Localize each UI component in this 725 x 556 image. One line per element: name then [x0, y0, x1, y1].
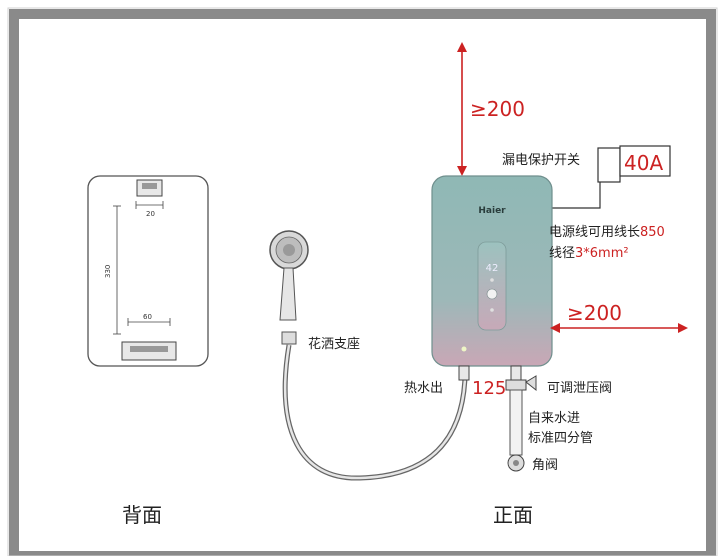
back-caption: 背面 — [122, 503, 162, 527]
down-button[interactable] — [490, 308, 494, 312]
top-clearance-label: ≥200 — [470, 97, 525, 121]
pressure-valve-label: 可调泄压阀 — [547, 381, 612, 396]
hot-water-outlet — [458, 365, 470, 381]
cold-water-pipe — [509, 389, 523, 456]
cable-length: 电源线可用线长850 — [549, 225, 665, 240]
dim-bracket-bottom: 60 — [143, 313, 152, 321]
up-button[interactable] — [490, 278, 494, 282]
back-view: 20 330 60 — [87, 175, 209, 367]
wire-gauge-prefix: 线径 — [549, 246, 575, 261]
dim-height: 330 — [104, 265, 112, 278]
breaker-rating: 40A — [624, 151, 663, 175]
angle-valve-label: 角阀 — [532, 458, 558, 473]
shower-bracket — [281, 331, 297, 345]
breaker-box — [597, 147, 621, 183]
cable-length-prefix: 电源线可用线长 — [549, 225, 640, 240]
dim-bracket-top: 20 — [146, 210, 155, 218]
control-panel — [477, 241, 507, 331]
wire-gauge-value: 3*6mm² — [575, 246, 629, 261]
shower-hose — [282, 344, 468, 481]
display-readout: 42 — [486, 263, 499, 274]
status-led — [461, 346, 467, 352]
wire-gauge: 线径3*6mm² — [549, 246, 629, 261]
power-button[interactable] — [486, 288, 498, 300]
outlet-spacing-label: 125 — [472, 378, 506, 399]
cable-length-value: 850 — [640, 225, 665, 240]
pressure-valve — [505, 379, 527, 391]
cold-water-inlet — [510, 365, 522, 381]
shower-head — [269, 230, 309, 321]
shower-bracket-label: 花洒支座 — [308, 336, 360, 352]
wall-frame — [9, 9, 716, 556]
brand-logo: Haier — [478, 206, 506, 216]
side-clearance-label: ≥200 — [567, 301, 622, 325]
cold-water-label: 自来水进 — [528, 411, 580, 426]
breaker-label: 漏电保护开关 — [502, 152, 580, 168]
standard-pipe-label: 标准四分管 — [528, 431, 593, 446]
back-panel — [87, 175, 209, 367]
front-caption: 正面 — [493, 503, 533, 527]
hot-water-label: 热水出 — [404, 381, 443, 396]
